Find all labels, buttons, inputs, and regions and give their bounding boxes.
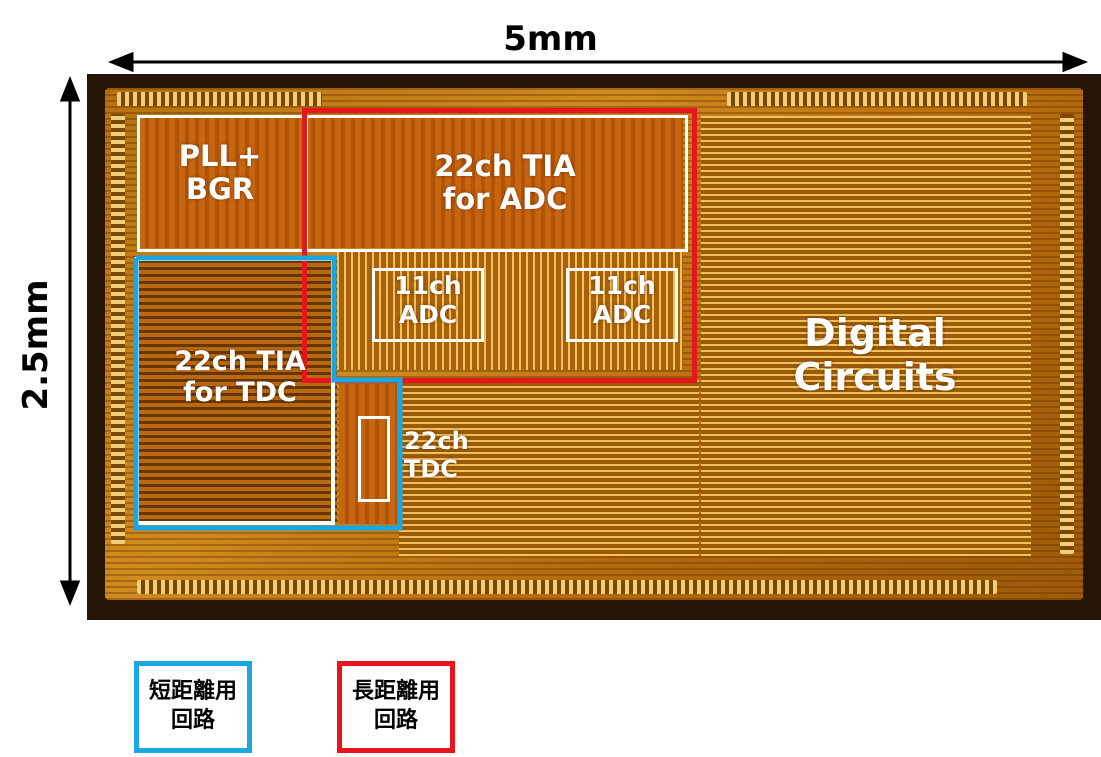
legend-short-range: 短距離用 回路 [134, 661, 252, 753]
right-pad-column [1060, 114, 1074, 554]
top-pad-row-right [727, 92, 1027, 106]
tdc-outline [358, 416, 390, 502]
adc-right-outline [566, 268, 678, 342]
left-pad-column [111, 114, 125, 544]
tia-tdc-label: 22ch TIA for TDC [174, 346, 306, 409]
legend-short-range-label: 短距離用 回路 [148, 679, 237, 733]
adc-right-label: 11ch ADC [588, 271, 656, 329]
long-range-outline [302, 108, 697, 383]
routing-area [399, 380, 699, 556]
pll-bgr-area [139, 118, 302, 248]
pll-bgr-label: PLL+ BGR [178, 139, 262, 207]
width-dimension-label: 5mm [503, 19, 598, 59]
legend-long-range-label: 長距離用 回路 [351, 679, 440, 733]
bottom-pad-row [137, 580, 997, 594]
tdc-label: 22ch TDC [404, 427, 469, 483]
height-arrow-top-head [59, 75, 81, 102]
width-arrow-left-head [107, 51, 134, 73]
adc-left-label: 11ch ADC [394, 271, 462, 329]
height-arrow-bottom-head [59, 580, 81, 607]
adc-left-outline [372, 268, 484, 342]
tia-adc-label: 22ch TIA for ADC [434, 149, 576, 217]
digital-area [701, 116, 1031, 556]
legend-long-range: 長距離用 回路 [337, 661, 455, 753]
tia-adc-area [305, 118, 683, 248]
width-arrow-right-head [1062, 51, 1089, 73]
digital-label: Digital Circuits [793, 311, 957, 399]
top-pad-row-left [117, 92, 322, 106]
